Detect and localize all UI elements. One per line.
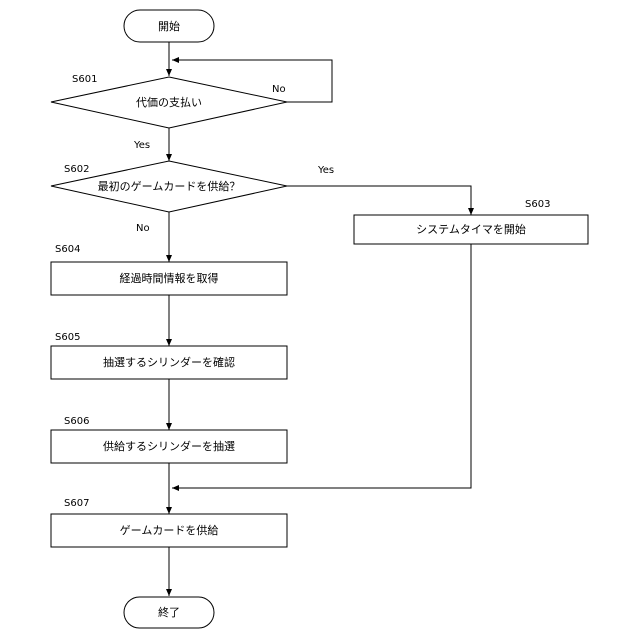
s602-step-id: S602 <box>64 164 89 175</box>
s604-step-id: S604 <box>55 244 80 255</box>
s607-step-id: S607 <box>64 498 89 509</box>
s601-no-label: No <box>272 84 286 95</box>
s603-label: システムタイマを開始 <box>416 222 526 236</box>
s601-yes-label: Yes <box>133 140 150 151</box>
start-label: 開始 <box>158 19 180 33</box>
s606-label: 供給するシリンダーを抽選 <box>103 439 235 453</box>
s602-label: 最初のゲームカードを供給？ <box>98 179 241 193</box>
s601-label: 代価の支払い <box>136 95 202 109</box>
end-label: 終了 <box>158 605 180 619</box>
s603-step-id: S603 <box>525 199 550 210</box>
s605-step-id: S605 <box>55 332 80 343</box>
s602-no-label: No <box>136 223 150 234</box>
s606-step-id: S606 <box>64 416 89 427</box>
s601-step-id: S601 <box>72 74 97 85</box>
s607-label: ゲームカードを供給 <box>120 523 219 537</box>
s604-label: 経過時間情報を取得 <box>120 272 219 285</box>
s602-yes-label: Yes <box>317 165 334 176</box>
s605-label: 抽選するシリンダーを確認 <box>103 355 235 369</box>
edge-s602-yes-to-s603 <box>287 186 471 215</box>
